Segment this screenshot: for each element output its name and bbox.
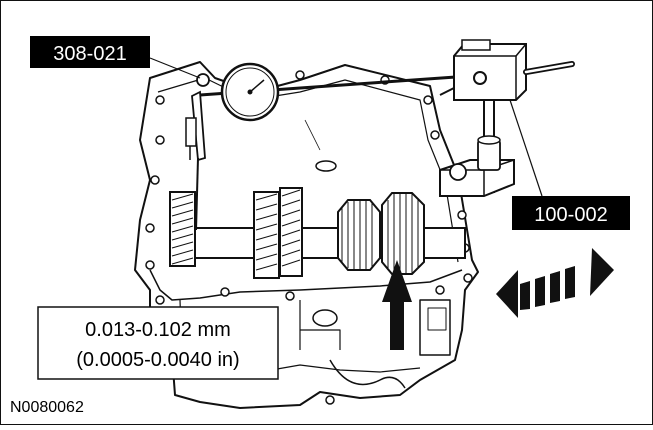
spec-mm-text: 0.013-0.102 mm xyxy=(85,319,231,341)
label-100-002-text: 100-002 xyxy=(534,204,607,226)
figure-id: N0080062 xyxy=(10,399,84,416)
magnetic-base xyxy=(439,39,575,197)
gear-teeth-hatching xyxy=(171,189,419,274)
dial-indicator xyxy=(185,62,471,231)
label-308-021: 308-021 xyxy=(30,36,150,68)
double-headed-dashed-arrow-icon xyxy=(496,248,614,318)
specification-box: 0.013-0.102 mm (0.0005-0.0040 in) xyxy=(37,306,279,380)
gear-3 xyxy=(279,187,303,277)
leader-lines xyxy=(149,57,543,197)
gear-4 xyxy=(381,192,425,275)
synchronizer xyxy=(337,199,381,271)
spec-in-text: (0.0005-0.0040 in) xyxy=(76,349,239,371)
label-308-021-text: 308-021 xyxy=(53,43,126,65)
up-arrow-icon xyxy=(382,260,412,350)
label-100-002: 100-002 xyxy=(512,196,630,230)
clamp-block xyxy=(453,43,527,101)
